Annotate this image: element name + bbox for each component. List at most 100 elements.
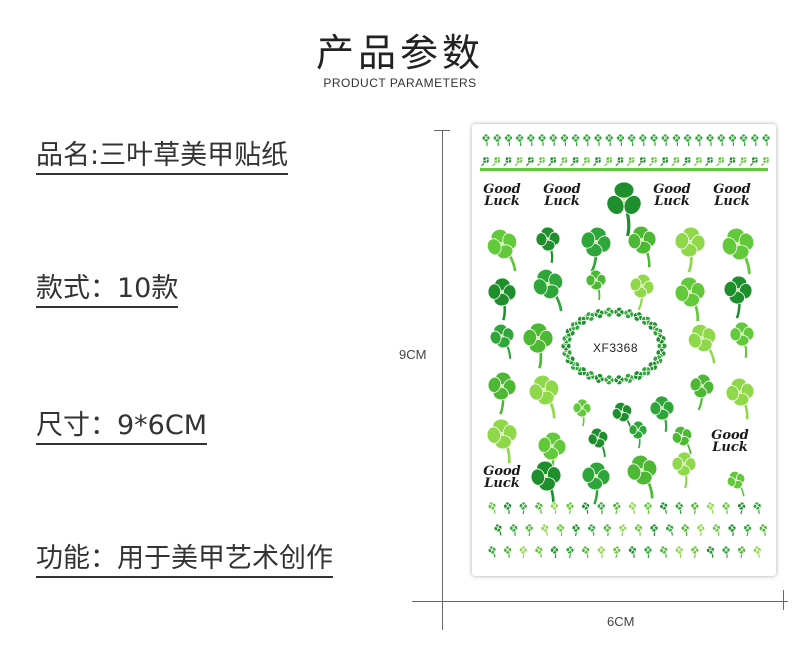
- clover-icon: [537, 133, 547, 147]
- clover-icon: [481, 133, 491, 147]
- height-dimension-tick: [434, 130, 450, 131]
- clover-icon: [604, 156, 613, 167]
- clover-icon: [690, 501, 700, 515]
- clover-icon: [674, 545, 684, 559]
- clover-icon: [604, 133, 614, 147]
- clover-icon: [530, 460, 562, 506]
- clover-icon: [655, 333, 667, 349]
- clover-icon: [518, 545, 528, 559]
- clover-icon: [687, 323, 717, 364]
- clover-icon: [682, 156, 692, 167]
- clover-icon: [712, 523, 721, 536]
- clover-icon: [639, 366, 652, 380]
- width-dimension-label: 6CM: [607, 614, 635, 629]
- clover-icon: [486, 418, 518, 464]
- clover-icon: [659, 501, 668, 514]
- clover-icon: [585, 269, 607, 301]
- clover-icon: [548, 156, 557, 167]
- width-dimension-tick: [783, 590, 784, 610]
- clover-icon: [615, 133, 625, 147]
- clover-icon: [683, 133, 693, 147]
- clover-icon: [626, 454, 658, 499]
- clover-icon: [689, 373, 715, 411]
- clover-icon: [649, 395, 675, 433]
- clover-icon: [637, 156, 647, 167]
- clover-icon: [626, 156, 636, 167]
- clover-sticker-artwork: [480, 133, 771, 559]
- clover-icon: [486, 228, 518, 272]
- clover-icon: [559, 156, 569, 167]
- clover-icon: [638, 133, 648, 147]
- clover-icon: [602, 523, 612, 537]
- clover-icon: [706, 501, 715, 514]
- height-dimension-line: [442, 130, 443, 630]
- clover-icon: [582, 133, 592, 147]
- clover-icon: [535, 226, 561, 264]
- clover-icon: [537, 156, 546, 167]
- clover-icon: [572, 398, 592, 427]
- clover-icon: [537, 431, 567, 475]
- clover-icon: [514, 156, 524, 167]
- clover-icon: [660, 133, 670, 147]
- clover-icon: [584, 310, 599, 322]
- clover-icon: [761, 156, 770, 167]
- clover-icon: [716, 133, 726, 147]
- clover-icon: [680, 523, 690, 537]
- clover-icon: [518, 501, 528, 515]
- clover-icon: [627, 133, 637, 147]
- clover-icon: [524, 523, 534, 537]
- clover-icon: [532, 268, 564, 312]
- clover-icon: [560, 133, 569, 147]
- clover-icon: [503, 545, 512, 559]
- clover-icon: [534, 501, 544, 514]
- clover-icon: [726, 470, 746, 497]
- page-title: 产品参数: [315, 31, 484, 75]
- clover-icon: [671, 133, 681, 147]
- clover-icon: [634, 523, 643, 536]
- clover-icon: [540, 523, 550, 536]
- clover-icon: [671, 451, 697, 489]
- clover-icon: [721, 227, 755, 275]
- clover-icon: [515, 133, 524, 147]
- clover-icon: [481, 156, 490, 167]
- param-product-name: 品名:三叶草美甲贴纸: [36, 140, 289, 175]
- clover-icon: [725, 377, 755, 420]
- clover-icon: [758, 523, 768, 536]
- clover-icon: [705, 133, 715, 147]
- clover-icon: [593, 133, 603, 147]
- clover-icon: [615, 156, 625, 167]
- width-dimension-line: [412, 601, 788, 602]
- clover-icon: [487, 501, 497, 514]
- clover-icon: [649, 133, 659, 147]
- clover-icon: [643, 545, 653, 559]
- clover-icon: [487, 545, 497, 558]
- clover-icon: [492, 156, 501, 167]
- clover-icon: [629, 370, 644, 382]
- clover-icon: [629, 273, 655, 311]
- clover-icon: [761, 133, 771, 147]
- clover-icon: [671, 425, 693, 455]
- clover-icon: [750, 133, 760, 147]
- clover-icon: [649, 156, 658, 167]
- clover-icon: [596, 501, 606, 515]
- clover-icon: [737, 545, 746, 559]
- clover-icon: [587, 523, 596, 536]
- clover-icon: [674, 226, 706, 273]
- clover-icon: [627, 225, 657, 268]
- clover-icon: [581, 156, 591, 167]
- clover-icon: [587, 427, 609, 457]
- clover-icon: [509, 523, 518, 537]
- clover-icon: [749, 156, 759, 167]
- clover-icon: [489, 323, 515, 359]
- clover-icon: [571, 523, 581, 537]
- page-subtitle: PRODUCT PARAMETERS: [323, 76, 477, 90]
- clover-icon: [705, 156, 714, 167]
- clover-icon: [738, 156, 748, 167]
- clover-icon: [606, 181, 642, 237]
